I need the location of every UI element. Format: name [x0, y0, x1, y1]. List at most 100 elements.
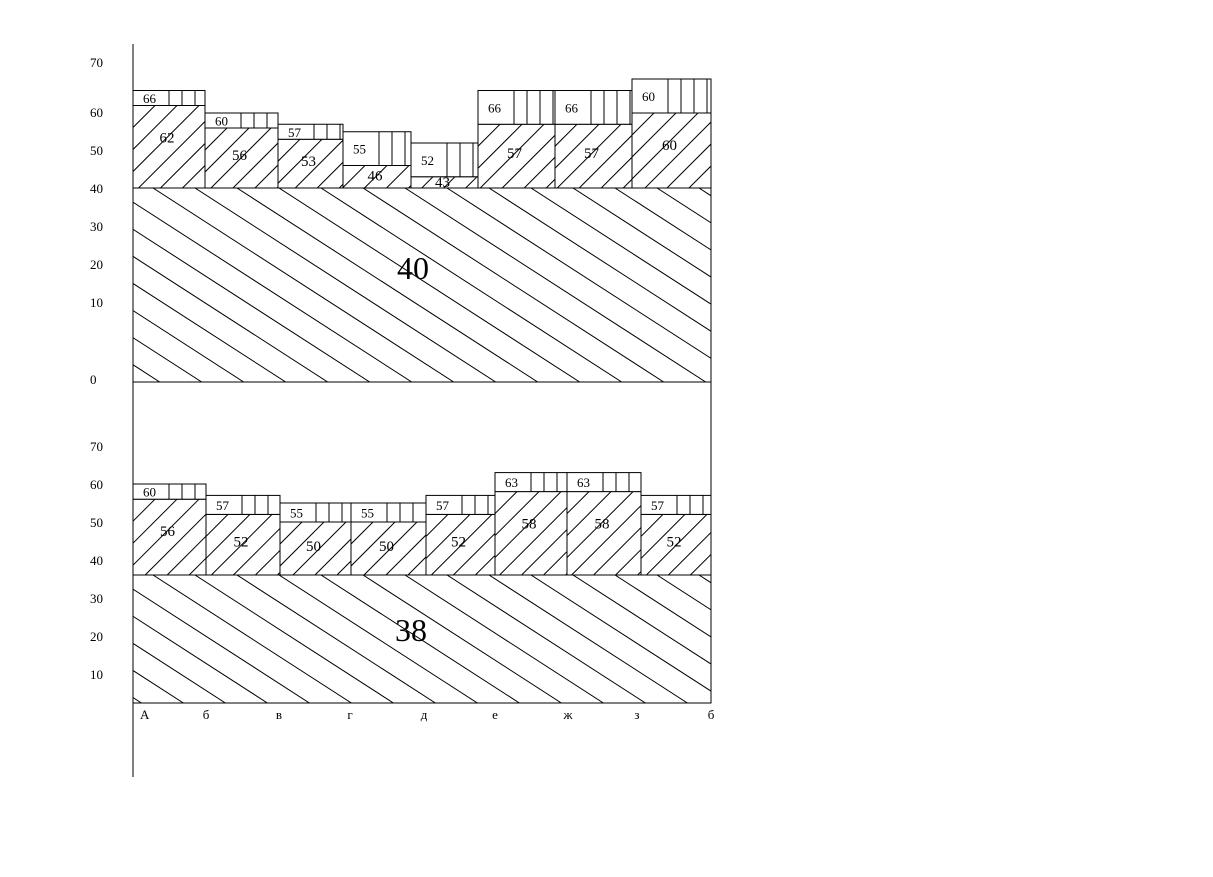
hatch-line [741, 188, 1042, 382]
hatch-line [523, 156, 555, 188]
hatch-line [712, 514, 773, 575]
segment-value-label: 50 [306, 539, 321, 555]
hatch-line [600, 156, 632, 188]
x-tick-label: в [276, 707, 282, 722]
hatch-line [278, 188, 580, 382]
segment-value-label: 60 [662, 138, 677, 154]
hatch-line [690, 553, 711, 576]
hatch-line [521, 528, 567, 576]
hatch-line [446, 575, 646, 703]
hatch-line [211, 514, 273, 576]
hatch-line [351, 522, 374, 545]
hatch-line [710, 187, 711, 188]
segment-hatch [632, 113, 711, 188]
segment-top-bar [410, 142, 479, 178]
hatch-line [133, 228, 370, 382]
hatch-line [205, 128, 250, 173]
hatch-line [567, 491, 612, 537]
hatch-line [646, 514, 708, 576]
segment-top-value-label: 63 [505, 475, 518, 490]
y-tick-label: 50 [90, 515, 103, 530]
y-tick-label: 60 [90, 105, 103, 120]
hatch-line [632, 113, 699, 180]
segment-value-label: 62 [160, 131, 175, 147]
segment-value-label: 43 [435, 175, 450, 191]
segment-hatch [205, 128, 278, 188]
hatch-line [688, 165, 711, 188]
segment-hatch [343, 165, 411, 188]
hatch-line [668, 531, 711, 576]
hatch-line [280, 522, 303, 545]
hatch-line [545, 178, 555, 188]
hatch-line [404, 188, 706, 382]
segment-hatch [555, 124, 632, 188]
hatch-line [530, 188, 711, 305]
hatch-line [488, 575, 688, 703]
hatch-line [152, 575, 352, 703]
hatch-line [0, 575, 99, 703]
segment-hatch [133, 499, 206, 576]
hatch-line [632, 113, 655, 136]
hatch-line [316, 161, 343, 188]
hatch-line [133, 499, 178, 544]
hatch-line [495, 491, 540, 537]
segment-hatch [641, 514, 795, 576]
hatch-line [403, 522, 456, 575]
hatch-line [867, 188, 1168, 382]
hatch-line [698, 575, 711, 584]
segment-value-label: 58 [522, 517, 537, 533]
hatch-line [555, 124, 556, 125]
hatch-line [294, 139, 343, 188]
hatch-line [734, 514, 795, 575]
hatch-line [825, 575, 1023, 703]
hatch-line [133, 499, 156, 522]
hatch-line [465, 176, 478, 188]
hatch-line [0, 575, 57, 703]
segment-top-value-label: 60 [143, 485, 156, 500]
hatch-line [320, 188, 622, 382]
hatch-line [280, 522, 325, 567]
hatch-line [138, 120, 205, 188]
segment-value-label: 56 [160, 524, 176, 540]
hatch-line [363, 522, 418, 575]
segment-hatch [280, 522, 456, 575]
hatch-line [0, 188, 34, 382]
hatch-line [590, 124, 654, 188]
x-tick-label: А [140, 707, 150, 722]
hatch-line [641, 514, 642, 516]
hatch-line [278, 139, 301, 162]
hatch-line [555, 124, 578, 147]
x-tick-label: г [347, 707, 352, 722]
hatch-line [556, 124, 622, 188]
segment-value-label: 53 [301, 154, 316, 170]
hatch-line [233, 527, 280, 576]
segment: 60 60 [631, 78, 712, 189]
hatch-line [0, 575, 15, 703]
hatch-line [194, 188, 496, 382]
hatch-line [386, 165, 410, 188]
hatch-line [194, 575, 394, 703]
segment-hatch [426, 514, 495, 576]
hatch-line [133, 255, 328, 382]
segment-top-value-label: 57 [436, 498, 450, 513]
hatch-line [271, 106, 354, 189]
hatch-line [656, 188, 711, 224]
base-value-label: 38 [395, 612, 427, 648]
y-tick-label: 30 [90, 219, 103, 234]
hatch-line [232, 142, 278, 188]
hatch-line [453, 532, 495, 576]
segment-hatch [351, 522, 426, 575]
hatch-line [133, 696, 142, 703]
hatch-line [255, 549, 280, 576]
segment-top-value-label: 60 [642, 89, 655, 104]
hatch-line [133, 105, 156, 129]
hatch-line [133, 588, 310, 703]
hatch-line [572, 575, 711, 665]
